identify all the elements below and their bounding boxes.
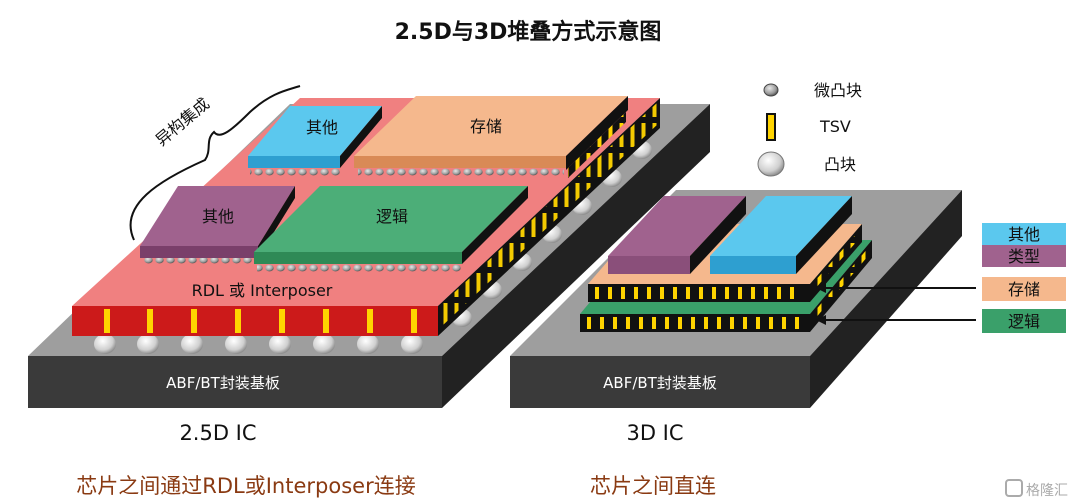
right-caption: 3D IC [626,421,683,445]
interposer-label: RDL 或 Interposer [192,281,333,300]
left-substrate-front [28,356,442,408]
legend-tsv-icon [766,113,776,141]
interposer-front-tsvs [104,309,417,333]
key-storage-box [982,277,1066,301]
chip-other-top: 其他 [248,106,382,176]
chip-other-top-label: 其他 [306,118,338,137]
legend-micro-bump-icon [763,83,779,97]
watermark: 格隆汇 [1005,479,1068,499]
left-substrate-side [442,104,710,408]
chip-logic-label: 逻辑 [376,207,408,226]
left-caption: 2.5D IC [179,421,256,445]
right-substrate-front [510,356,810,408]
chip-storage-label: 存储 [470,117,502,136]
left-2-5d-assembly: ABF/BT封装基板 [28,85,710,498]
key-other-label: 其他 [1008,225,1040,244]
stack-top-chip-purple [608,196,746,274]
legend-tsv-label: TSV [819,117,851,136]
interposer-front [72,306,438,336]
key-other-box [982,223,1066,245]
chip-other-left-label: 其他 [202,207,234,226]
legend-micro-bump-label: 微凸块 [814,81,862,100]
chip-logic: 逻辑 [254,186,528,272]
left-substrate-label: ABF/BT封装基板 [166,374,280,392]
watermark-label: 格隆汇 [1026,483,1068,499]
legend-bump-icon [757,151,785,177]
watermark-logo-icon [1005,479,1023,497]
right-description: 芯片之间直连 [590,474,716,498]
key-logic-box [982,309,1066,333]
left-description: 芯片之间通过RDL或Interposer连接 [76,474,415,498]
interposer-side-tsv [442,102,658,326]
legend: 微凸块 TSV 凸块 [757,81,862,177]
stack-top-chip-blue [710,196,852,274]
right-3d-assembly: ABF/BT封装基板 [510,190,1066,498]
key-storage-label: 存储 [1008,280,1040,299]
legend-bump-label: 凸块 [824,155,856,174]
chip-storage: 存储 [354,96,628,178]
right-substrate-side [810,190,962,408]
key-type-label: 类型 [1008,247,1040,266]
diagram-title: 2.5D与3D堆叠方式示意图 [395,19,662,45]
key-type-box [982,245,1066,267]
key-logic-label: 逻辑 [1008,312,1040,331]
right-substrate-label: ABF/BT封装基板 [603,374,717,392]
heterogeneous-label: 异构集成 [152,94,213,150]
heterogeneous-brace [129,85,301,241]
